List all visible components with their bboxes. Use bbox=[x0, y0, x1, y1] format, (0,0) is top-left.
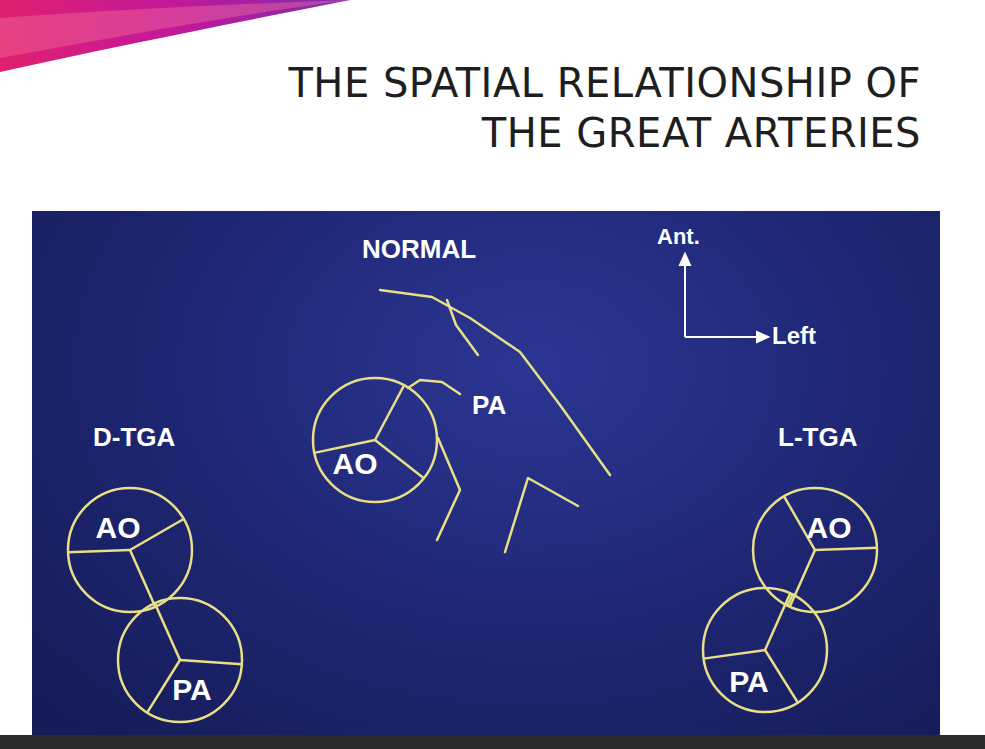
pa-branch bbox=[447, 300, 478, 355]
arrow-head bbox=[680, 254, 690, 265]
arrow-head bbox=[757, 332, 768, 342]
axis-left bbox=[685, 336, 760, 338]
valve-outline bbox=[115, 595, 245, 725]
section-label: NORMAL bbox=[362, 234, 476, 265]
axis-ant bbox=[684, 262, 686, 337]
valve-circle: PA bbox=[700, 585, 830, 715]
axis-label: Ant. bbox=[657, 224, 700, 250]
vessel-label: AO bbox=[333, 449, 378, 479]
valve-outline bbox=[310, 375, 440, 505]
valve-circle: AO bbox=[310, 375, 440, 505]
valve-circle: AO bbox=[65, 485, 195, 615]
pa-right-branch bbox=[505, 478, 578, 552]
vessel-label: AO bbox=[96, 513, 141, 543]
swoosh-highlight bbox=[0, 0, 350, 58]
bottom-bar bbox=[0, 735, 985, 749]
valve-outline bbox=[65, 485, 195, 615]
vessel-label: PA bbox=[729, 667, 768, 697]
pa-outline bbox=[380, 290, 610, 475]
dark-panel bbox=[32, 211, 940, 735]
vessel-label: PA bbox=[472, 390, 506, 421]
section-label: L-TGA bbox=[778, 422, 857, 453]
vessel-label: PA bbox=[172, 675, 211, 705]
valve-circle: PA bbox=[115, 595, 245, 725]
pa-left-branch bbox=[437, 438, 460, 540]
vessel-label: AO bbox=[807, 513, 852, 543]
section-label: D-TGA bbox=[93, 422, 175, 453]
valve-circle: AO bbox=[750, 485, 880, 615]
valve-outline bbox=[750, 485, 880, 615]
axis-label: Left bbox=[772, 322, 816, 350]
slide-title: THE SPATIAL RELATIONSHIP OF THE GREAT AR… bbox=[231, 58, 921, 158]
